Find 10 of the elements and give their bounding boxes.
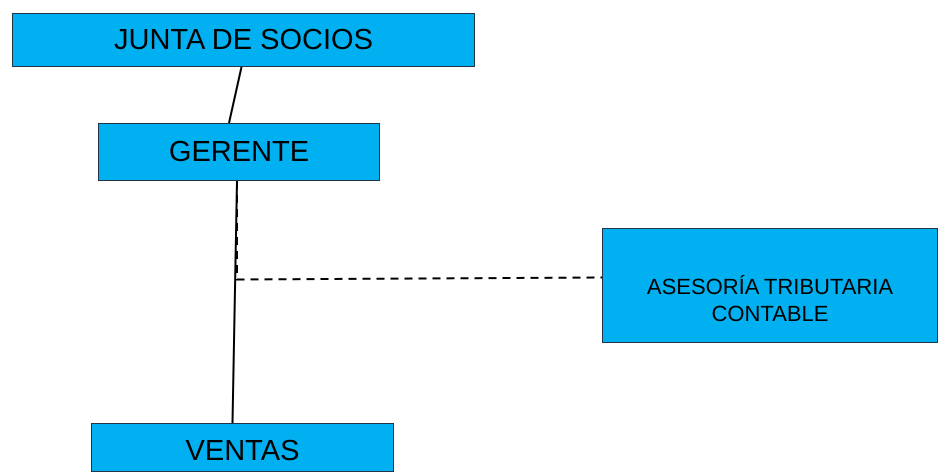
box-label: ASESORÍA TRIBUTARIA CONTABLE	[646, 274, 894, 327]
box-label: JUNTA DE SOCIOS	[114, 22, 373, 58]
box-label: VENTAS	[186, 434, 300, 469]
box-label: GERENTE	[168, 134, 310, 170]
org-box	[602, 228, 938, 343]
connector-line	[236, 181, 602, 280]
org-box	[12, 13, 475, 67]
org-box	[98, 123, 380, 181]
connector-line	[228, 66, 242, 124]
org-box	[91, 423, 394, 472]
